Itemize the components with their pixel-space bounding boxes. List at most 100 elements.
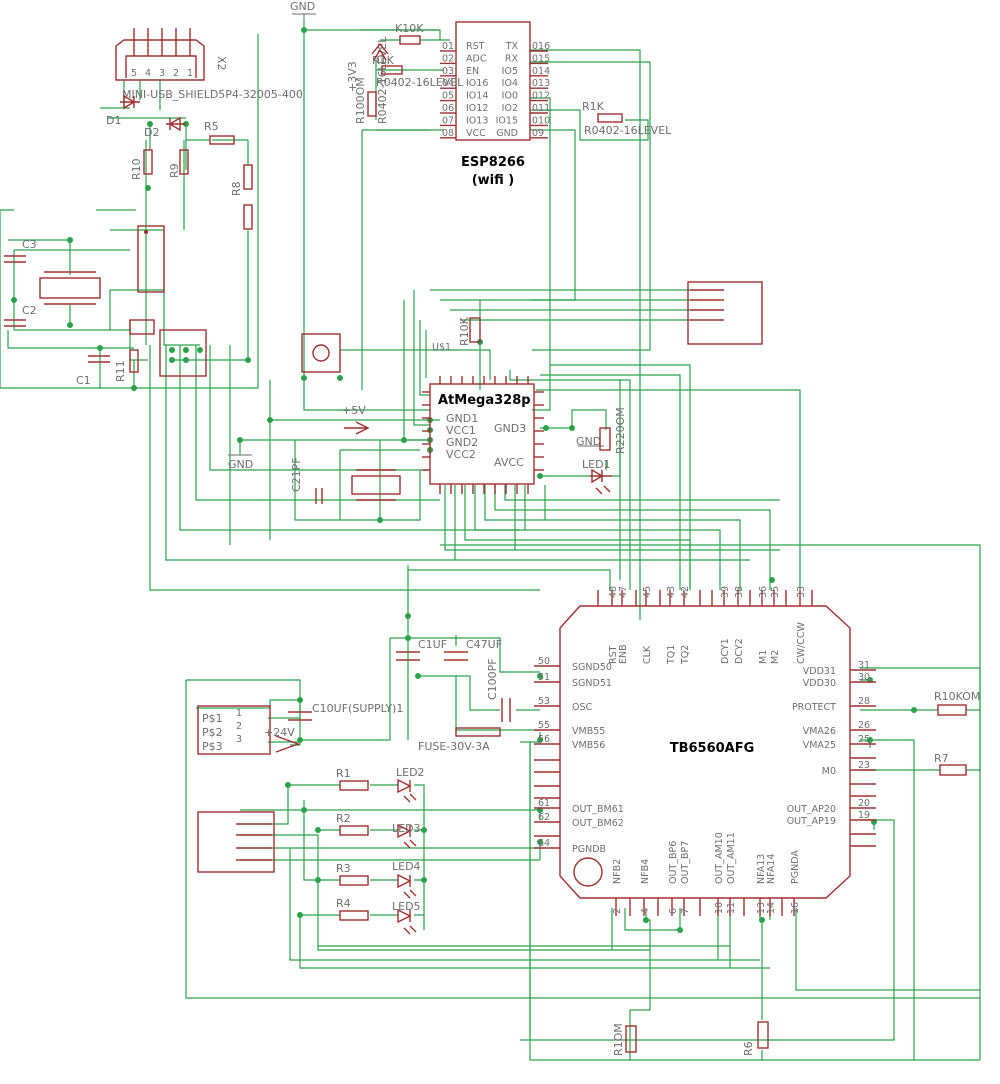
led1-label: LED1 <box>582 458 611 471</box>
upper-left-parts: D1 D2 R5 R10 R9 R8 <box>106 94 253 230</box>
led4-label: LED4 <box>392 860 421 873</box>
esp-right-pin-num: 013 <box>532 78 550 89</box>
esp-left-pin-num: 08 <box>442 128 454 139</box>
tb-bottom-pin-label: OUT_AM10 <box>714 832 725 884</box>
tb-left-pin-num: 61 <box>538 798 550 809</box>
tb-top-pin-num: 45 <box>642 586 653 598</box>
r10-label: R10 <box>130 158 143 180</box>
k10k-label: K10K <box>395 22 424 35</box>
p1-label: P$1 <box>202 712 223 725</box>
r6-label: R6 <box>742 1041 755 1056</box>
usb-pin-num: 3 <box>159 68 165 79</box>
led-section: R1 R2 R3 R4 LED2 LED3 LED4 LED5 <box>197 766 425 935</box>
tb-top-pin-label: M1 <box>758 650 769 664</box>
r0402-b-label: R0402-16LEVEL <box>376 36 389 124</box>
tb-name: TB6560AFG <box>670 741 755 756</box>
esp-right-pin-label: IO15 <box>496 115 518 126</box>
atmega-left-pin-label: VCC1 <box>446 424 476 437</box>
esp-right-pin-label: IO0 <box>502 91 518 102</box>
v24-label: +24V <box>264 726 295 739</box>
tb-bottom-pin-num: 2 <box>612 908 623 914</box>
tb-top-pin-num: 36 <box>758 586 769 598</box>
atmega-name: AtMega328p <box>438 393 531 408</box>
right-resistors: R10KOM R7 R1OM R6 <box>612 690 980 1056</box>
tb-bottom-pin-num: 14 <box>766 902 777 914</box>
tb-right-pin-num: 28 <box>858 696 870 707</box>
esp-right-pin-num: 010 <box>532 115 550 126</box>
tb-top-pin-num: 33 <box>796 586 807 598</box>
esp-right-pin-label: IO5 <box>502 66 518 77</box>
esp-right-pin-label: GND <box>496 128 518 139</box>
tb-bottom-pin-label: OUT_AM11 <box>726 832 737 884</box>
tb-left-pin-label: VMB55 <box>572 726 605 737</box>
r0402-c-label: R0402-16LEVEL <box>584 124 672 137</box>
c2-label: C2 <box>22 304 37 317</box>
p2-num: 2 <box>236 721 242 732</box>
esp-right-pin-num: 09 <box>532 128 544 139</box>
tb-left-pin-label: VMB56 <box>572 740 605 751</box>
atmega-left-pin-label: GND2 <box>446 436 478 449</box>
tb-bottom-pin-num: 11 <box>726 902 737 914</box>
esp-right-pin-num: 014 <box>532 66 550 77</box>
misc <box>373 48 387 61</box>
r0402-a-label: R0402-16LEVEL <box>376 76 464 89</box>
esp-left-pin-label: IO13 <box>466 115 488 126</box>
tb-top-pin-num: 42 <box>680 586 691 598</box>
esp-right-pin-label: IO2 <box>502 103 518 114</box>
tb-left-pin-num: 64 <box>538 838 550 849</box>
r1k-b-label: R1K <box>582 100 605 113</box>
tb-right-pin-label: PROTECT <box>792 702 836 713</box>
usb-part: MINI-USB_SHIELD5P4-32005-400 <box>122 88 303 101</box>
usb-pin-num: 5 <box>131 68 137 79</box>
tb-top-pin-num: 43 <box>666 586 677 598</box>
left-oscillator: C3 C2 C1 R11 <box>4 225 207 387</box>
usb-pin-num: 2 <box>173 68 179 79</box>
p2-label: P$2 <box>202 726 223 739</box>
led3-label: LED3 <box>392 822 421 835</box>
esp-left-pin-label: IO14 <box>466 91 488 102</box>
tb-bottom-pin-num: 10 <box>714 902 725 914</box>
esp-right-pin-num: 016 <box>532 41 550 52</box>
r100om-label: R100OM <box>354 77 367 124</box>
esp-left-pin-num: 05 <box>442 91 454 102</box>
tb-left-pin-label: OUT_BM62 <box>572 818 624 829</box>
tb-bottom-pin-num: 7 <box>680 908 691 914</box>
p1-num: 1 <box>236 708 242 719</box>
esp-left-pin-num: 02 <box>442 53 454 64</box>
tb-top-pin-label: CLK <box>642 645 653 664</box>
c21-label: C21PF <box>290 457 303 492</box>
atmega-left-pin-label: GND1 <box>446 412 478 425</box>
esp-left-pin-num: 01 <box>442 41 454 52</box>
c1-label: C1 <box>76 374 91 387</box>
r5-label: R5 <box>204 120 219 133</box>
tb-bottom-pin-num: 4 <box>640 908 651 914</box>
fuse-label: FUSE-30V-3A <box>418 740 490 753</box>
r2-label: R2 <box>336 812 351 825</box>
usb-pin-num: 4 <box>145 68 151 79</box>
tb-right-pin-num: 31 <box>858 660 870 671</box>
r8-label: R8 <box>230 181 243 196</box>
tb-right-pin-label: OUT_AP19 <box>787 816 836 827</box>
p3-num: 3 <box>236 734 242 745</box>
esp-left-pin-label: IO12 <box>466 103 488 114</box>
tb-bottom-pin-num: 6 <box>668 908 679 914</box>
esp-left-pin-num: 04 <box>442 78 454 89</box>
esp-name: ESP8266 <box>461 155 525 170</box>
esp-right-pin-num: 011 <box>532 103 550 114</box>
tb-right-pin-num: 23 <box>858 760 870 771</box>
gnd-right-label: GND <box>576 435 601 448</box>
tb-right-pin-num: 19 <box>858 810 870 821</box>
tb-right-pin-label: M0 <box>822 766 836 777</box>
tb-left-pin-label: SGND50 <box>572 662 612 673</box>
esp-left-pin-num: 07 <box>442 115 454 126</box>
esp-left-pin-label: EN <box>466 66 479 77</box>
esp-left-pin-label: VCC <box>466 128 486 139</box>
esp-right-pin-label: IO4 <box>502 78 518 89</box>
tb-top-pin-num: 35 <box>770 586 781 598</box>
tb-right-pin-label: VMA25 <box>803 740 836 751</box>
atmega-chip: AtMega328p U$1 GND1VCC1GND2VCC2GND3AVCC … <box>290 316 627 504</box>
r9-label: R9 <box>168 163 181 178</box>
atmega-tag: U$1 <box>432 342 451 353</box>
usb-pin-num: 1 <box>187 68 193 79</box>
